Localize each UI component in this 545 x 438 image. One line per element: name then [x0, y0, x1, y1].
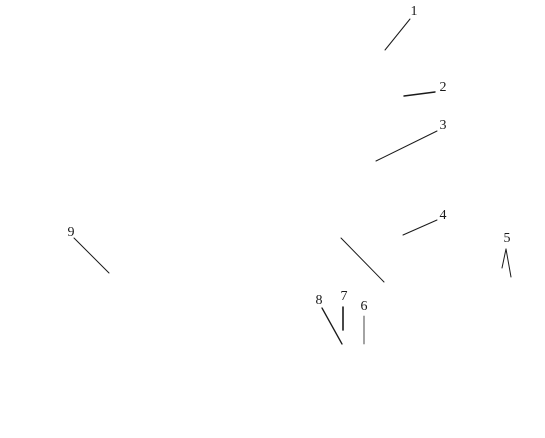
leader-line-4b [340, 237, 385, 283]
leader-line-3 [375, 130, 438, 162]
leader-line-8 [321, 307, 343, 345]
leader-line-4 [402, 219, 438, 236]
callout-number-1: 1 [410, 4, 418, 19]
callout-number-4: 4 [439, 208, 447, 223]
leader-line-9 [73, 237, 110, 274]
callout-number-5: 5 [503, 231, 511, 246]
leader-line-5b [505, 248, 512, 278]
leader-line-1 [384, 18, 411, 51]
callout-number-9: 9 [67, 225, 75, 240]
callout-number-7: 7 [340, 289, 348, 304]
callout-number-6: 6 [360, 299, 368, 314]
callout-number-3: 3 [439, 118, 447, 133]
callout-number-8: 8 [315, 293, 323, 308]
callout-number-2: 2 [439, 80, 447, 95]
leader-line-5a [501, 248, 507, 269]
leader-line-2 [403, 91, 436, 97]
